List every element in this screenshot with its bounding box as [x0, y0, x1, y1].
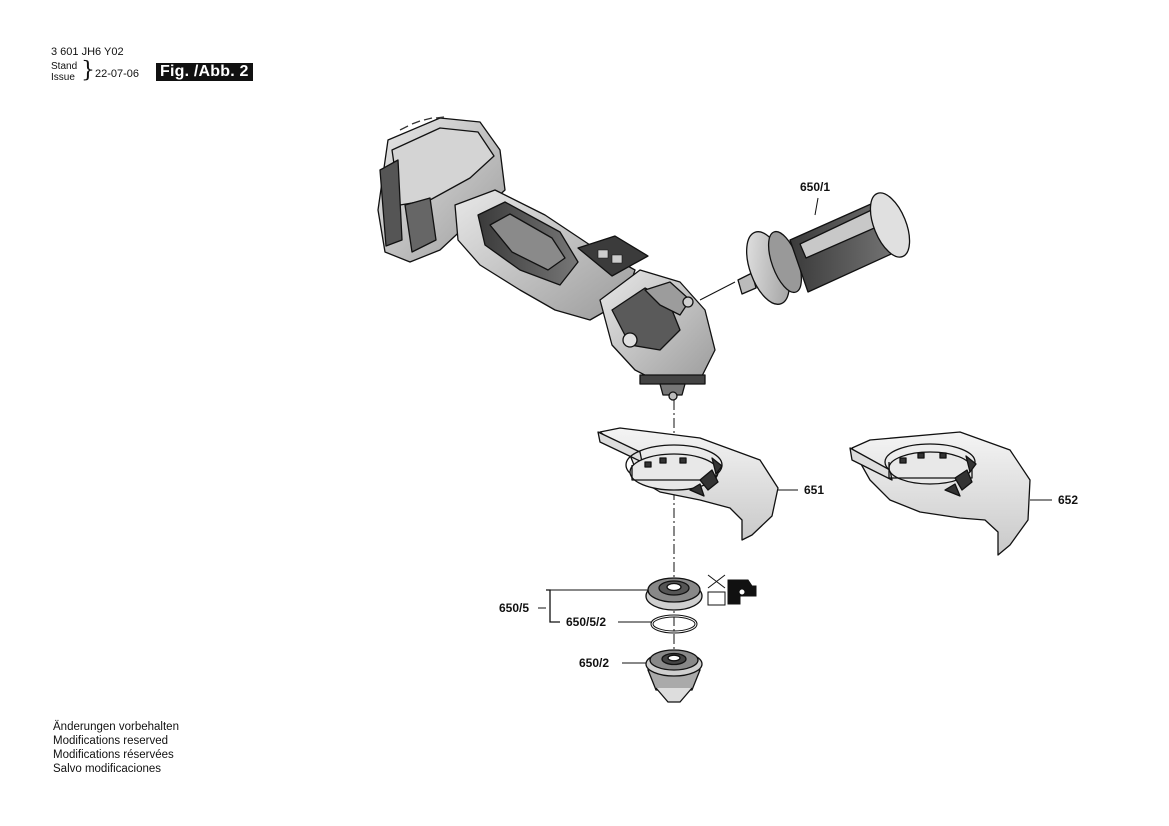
leader-line	[699, 281, 736, 301]
side-handle-part	[737, 192, 911, 305]
mounting-flange	[645, 577, 703, 611]
flange-orientation-icon	[707, 574, 757, 606]
clamping-nut	[645, 649, 703, 703]
wheel-guard-651	[597, 427, 779, 541]
remark-line: Salvo modificaciones	[53, 763, 162, 775]
remark-line: Änderungen vorbehalten	[53, 721, 179, 733]
brace-glyph: }	[81, 58, 95, 83]
remark-line: Modifications reserved	[53, 735, 169, 747]
o-ring-highlight	[651, 615, 697, 633]
remarks-block: Änderungen vorbehalten Modifications res…	[53, 720, 179, 776]
part-label-650-1: 650/1	[800, 180, 830, 194]
document-number: 3 601 JH6 Y02	[51, 46, 124, 58]
part-label-650-5-2: 650/5/2	[566, 615, 606, 629]
wheel-guard-652	[849, 431, 1031, 556]
angle-grinder-body	[377, 116, 716, 401]
part-label-650-2: 650/2	[579, 656, 609, 670]
issue-date: 22-07-06	[95, 68, 140, 80]
bracket-line	[546, 589, 560, 623]
part-label-651: 651	[804, 483, 824, 497]
leader-line	[814, 197, 819, 216]
remark-line: Modifications réservées	[53, 749, 174, 761]
part-label-652: 652	[1058, 493, 1078, 507]
issue-label: Issue	[51, 72, 75, 83]
part-label-650-5: 650/5	[499, 601, 529, 615]
figure-label: Fig. /Abb. 2	[156, 63, 253, 81]
stand-issue-labels: Stand Issue	[51, 61, 77, 83]
stand-label: Stand	[51, 61, 78, 72]
